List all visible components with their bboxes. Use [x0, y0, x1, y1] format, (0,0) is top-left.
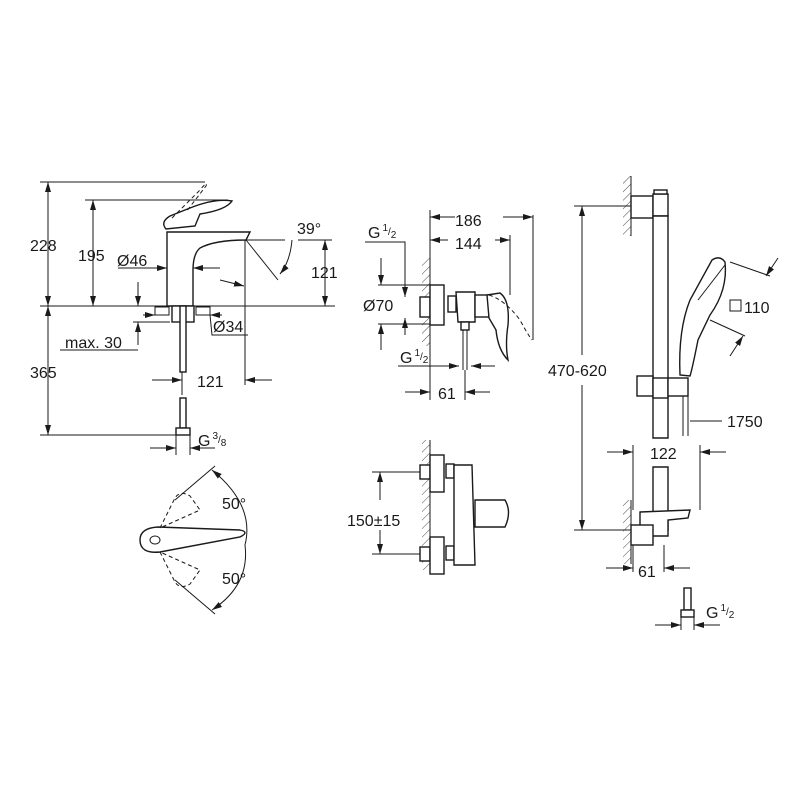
basin-mixer-handle	[163, 199, 234, 230]
dim-max-thickness: max. 30	[65, 335, 122, 352]
shower-mixer-lever	[486, 292, 510, 363]
shower-mixer-front-knob	[474, 499, 510, 528]
basin-mixer-side-view: 228 195 Ø46 39° 121 Ø34 max. 30 365 121 …	[30, 181, 338, 455]
hand-shower	[679, 257, 727, 377]
top-view-lever	[139, 526, 246, 553]
dim-depth-186: 186	[455, 213, 482, 230]
dim-outlet-offset: 61	[438, 386, 456, 403]
square-size-icon	[729, 299, 742, 312]
dim-wall-offset: 61	[638, 564, 656, 581]
dim-angle-down: 50°	[222, 571, 246, 588]
dim-hose-length-1750: 1750	[727, 414, 763, 431]
handle-open-position	[171, 183, 207, 219]
slider	[652, 377, 669, 399]
dim-escutcheon-diameter: Ø70	[363, 298, 393, 315]
shower-rail	[652, 215, 669, 439]
dim-hose-length: 365	[30, 365, 57, 382]
dim-angle-up: 50°	[222, 496, 246, 513]
escutcheon	[429, 284, 445, 326]
basin-mixer-body	[166, 231, 252, 307]
threaded-rod	[179, 305, 187, 373]
upper-wall-bracket	[630, 195, 654, 219]
dim-centres: 150±15	[347, 513, 400, 530]
lever-rotated-down	[158, 550, 201, 588]
flex-hose-end	[179, 397, 187, 429]
dim-rail-projection: 122	[650, 446, 677, 463]
dim-handshower-size: 110	[744, 300, 770, 317]
shower-mixer-front-view: 150±15	[347, 440, 510, 575]
lever-rotated-up	[158, 492, 201, 530]
shower-mixer-body	[455, 291, 476, 323]
dim-spout-angle: 39°	[297, 221, 321, 238]
dim-total-height: 228	[30, 238, 57, 255]
dim-spout-height-195: 195	[78, 248, 105, 265]
basin-mixer-top-view: 50° 50°	[139, 465, 248, 615]
dim-rail-length: 470-620	[548, 363, 607, 380]
dim-body-diameter: Ø46	[117, 253, 147, 270]
hose-nut	[175, 427, 191, 436]
lower-wall-bracket	[630, 524, 654, 546]
dim-hole-diameter: Ø34	[213, 319, 243, 336]
dim-projection: 121	[197, 374, 224, 391]
shower-mixer-front-body	[453, 464, 476, 566]
dim-depth-144: 144	[455, 236, 482, 253]
dim-spout-height-121: 121	[311, 265, 338, 282]
